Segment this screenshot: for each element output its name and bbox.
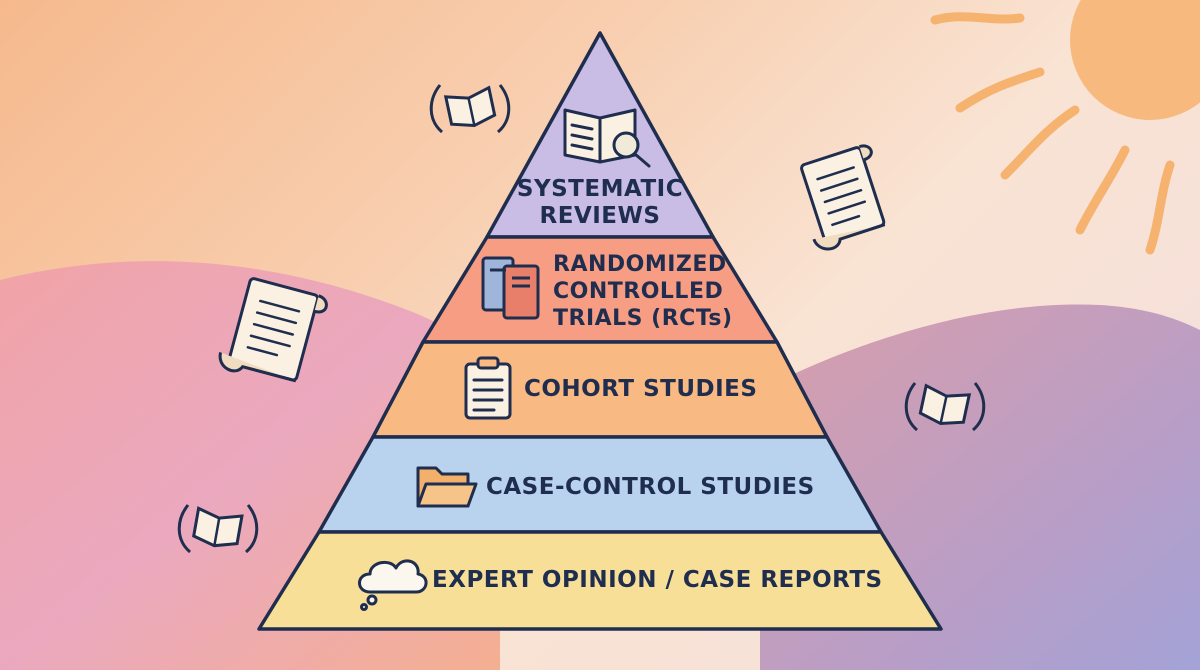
label-line: SYSTEMATIC xyxy=(516,176,684,202)
books-icon xyxy=(481,256,540,320)
label-line: REVIEWS xyxy=(539,203,661,229)
label-line: TRIALS (RCTs) xyxy=(553,306,733,331)
tier-label-systematic-reviews: SYSTEMATIC REVIEWS xyxy=(517,176,683,230)
folder-icon xyxy=(416,466,478,508)
scroll-icon xyxy=(218,277,328,383)
tier-expert-opinion xyxy=(257,530,943,631)
tier-label-rcts: RANDOMIZED CONTROLLED TRIALS (RCTs) xyxy=(553,251,733,332)
thought-cloud-icon xyxy=(358,559,428,611)
clipboard-icon xyxy=(464,356,512,420)
tier-label-cohort-studies: COHORT STUDIES xyxy=(524,376,757,403)
laurel-book-icon xyxy=(429,84,511,134)
tier-label-expert-opinion: EXPERT OPINION / CASE REPORTS xyxy=(432,567,883,594)
label-line: CASE-CONTROL STUDIES xyxy=(486,474,815,500)
label-line: EXPERT OPINION / CASE REPORTS xyxy=(432,567,883,593)
label-line: COHORT STUDIES xyxy=(524,376,758,402)
laurel-book-icon xyxy=(904,382,986,432)
sun-icon xyxy=(930,0,1200,255)
tier-label-case-control-studies: CASE-CONTROL STUDIES xyxy=(486,474,815,501)
laurel-book-icon xyxy=(177,504,259,554)
scroll-icon xyxy=(800,144,886,251)
label-line: CONTROLLED xyxy=(553,279,724,304)
open-book-magnifier-icon xyxy=(563,108,651,168)
label-line: RANDOMIZED xyxy=(553,252,727,277)
